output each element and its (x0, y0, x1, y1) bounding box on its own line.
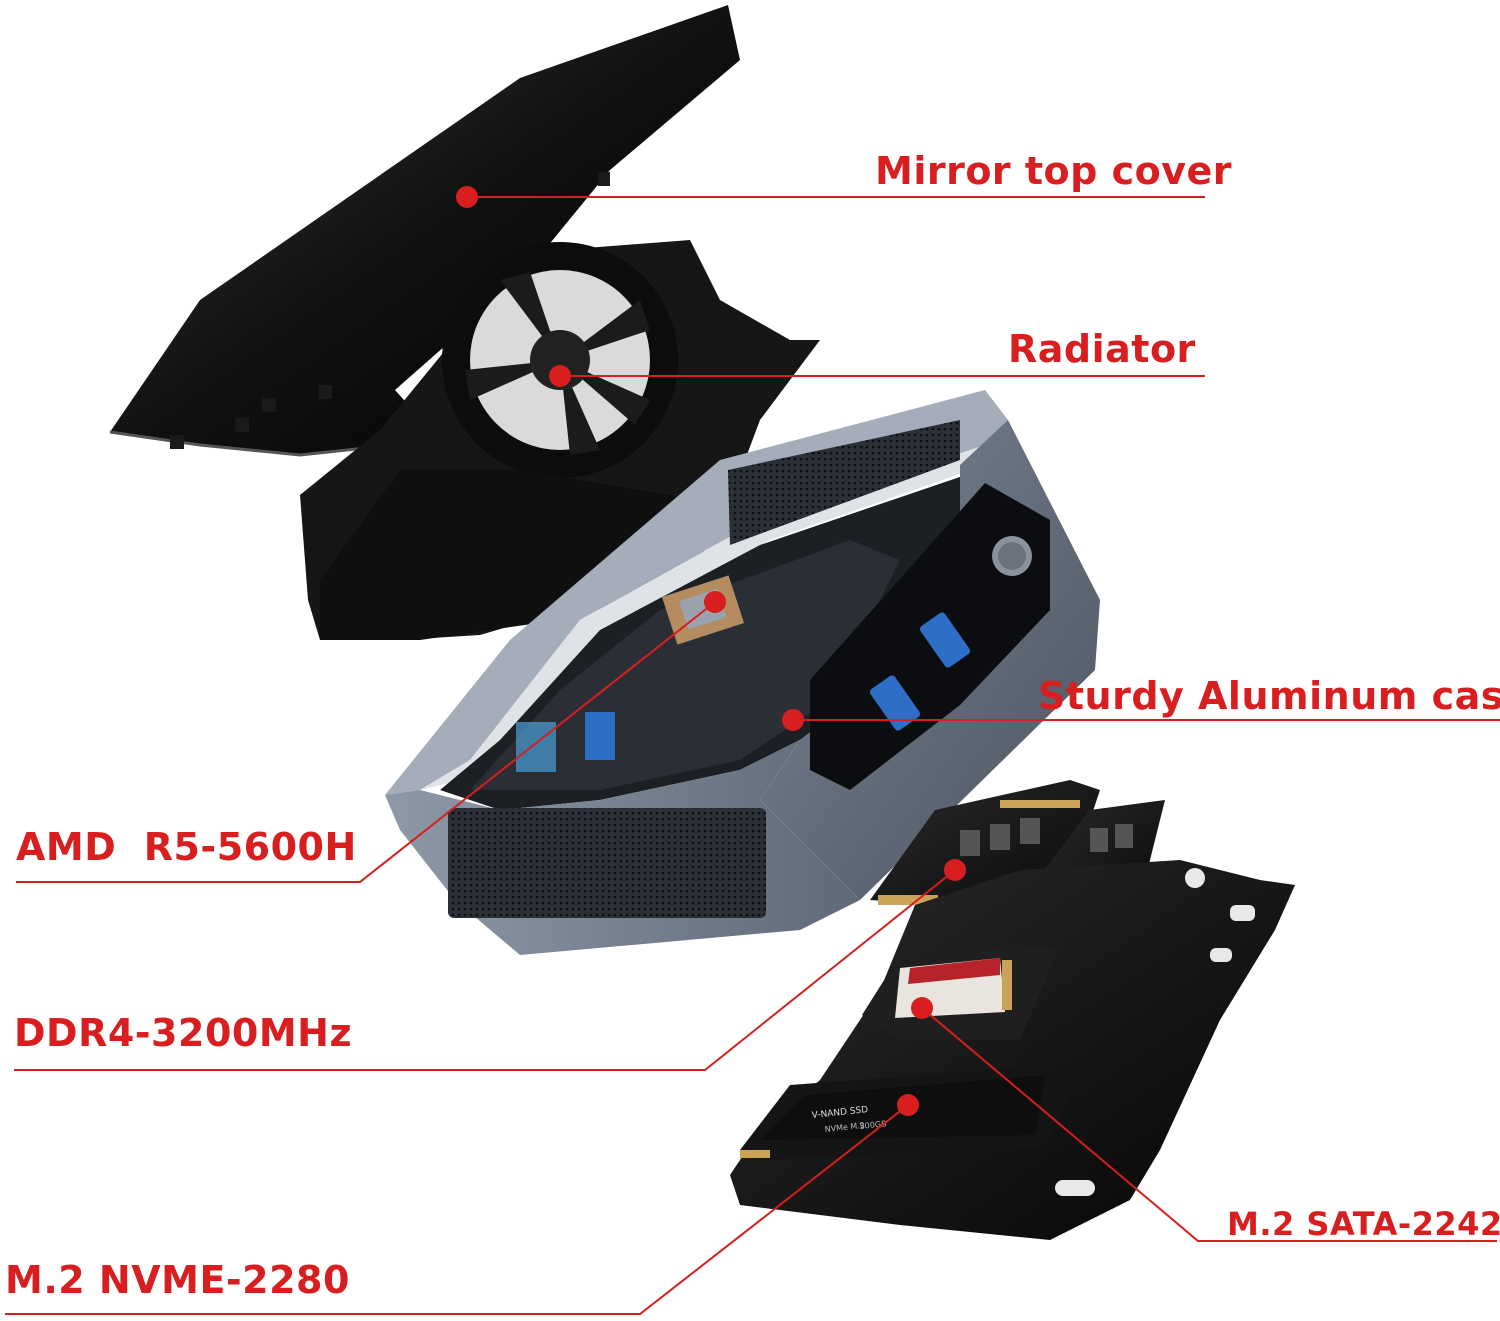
leader-nvme (5, 1104, 909, 1315)
label-radiator: Radiator (1008, 327, 1196, 371)
dot-sata (911, 997, 933, 1019)
label-cpu: AMD R5-5600H (16, 825, 357, 869)
leader-lines (5, 196, 1500, 1315)
nvme-capacity-text: 500GB (859, 1119, 887, 1131)
dot-top-cover (456, 186, 478, 208)
label-aluminum-case: Sturdy Aluminum case (1038, 674, 1500, 718)
dot-cpu (704, 591, 726, 613)
leader-ram (14, 869, 956, 1071)
callout-dots (456, 186, 966, 1116)
dot-ram (944, 859, 966, 881)
leader-sata (921, 1007, 1497, 1242)
label-nvme-ssd: M.2 NVME-2280 (5, 1258, 350, 1302)
aluminum-case (385, 390, 1100, 955)
label-sata-ssd: M.2 SATA-2242 (1227, 1205, 1500, 1243)
label-mirror-top-cover: Mirror top cover (875, 149, 1233, 193)
dot-radiator (549, 365, 571, 387)
dot-nvme (897, 1094, 919, 1116)
leader-cpu (16, 601, 716, 883)
dot-case (782, 709, 804, 731)
label-ram: DDR4-3200MHz (14, 1011, 353, 1055)
nvme-model-text: NVMe M.2 (824, 1121, 865, 1134)
